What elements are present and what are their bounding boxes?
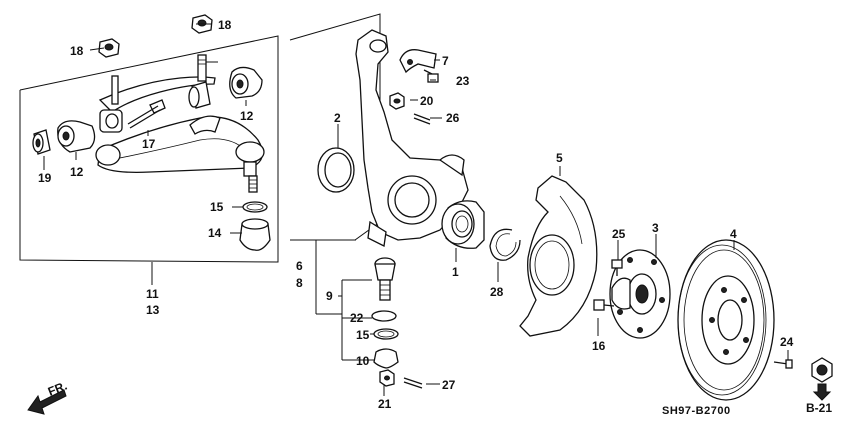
callout-27: 27: [442, 378, 456, 392]
callout-19: 19: [38, 171, 52, 185]
callout-25: 25: [612, 227, 626, 241]
castle-nut-21[interactable]: [379, 369, 395, 387]
front-indicator-label: FR.: [46, 379, 69, 399]
callout-26: 26: [446, 111, 460, 125]
nut-20[interactable]: [389, 92, 405, 110]
bracket-7[interactable]: [399, 49, 437, 74]
steering-knuckle[interactable]: [355, 29, 469, 247]
callout-2: 2: [334, 111, 341, 125]
callout-20: 20: [420, 94, 434, 108]
callout-28: 28: [490, 285, 504, 299]
callout-12-right: 12: [240, 109, 254, 123]
snap-ring-28[interactable]: [489, 228, 521, 261]
hub-3[interactable]: [609, 249, 671, 339]
upper-arm-group-frame: [19, 35, 279, 263]
bushing-19[interactable]: [32, 129, 51, 155]
callout-15-lower: 15: [356, 328, 370, 342]
bracket-bushing[interactable]: [99, 109, 123, 133]
callout-8: 8: [296, 276, 303, 290]
bushing-12-right[interactable]: [229, 66, 263, 99]
brake-disc-4[interactable]: [677, 239, 775, 401]
callout-23: 23: [456, 74, 470, 88]
bolt-17[interactable]: [127, 99, 166, 129]
bolt-16[interactable]: [593, 299, 615, 311]
callout-1: 1: [452, 265, 459, 279]
bearing-1[interactable]: [441, 200, 485, 249]
cotter-pin-26[interactable]: [413, 113, 431, 125]
callout-12-left: 12: [70, 165, 84, 179]
reference-label: B-21: [806, 401, 832, 415]
diagram-code: SH97-B2700: [662, 405, 731, 417]
boot-10[interactable]: [373, 348, 399, 369]
bolt-23[interactable]: [423, 69, 439, 83]
callout-17: 17: [142, 137, 156, 151]
reference-arrow-icon: [812, 383, 832, 401]
callout-13: 13: [146, 303, 160, 317]
callout-11: 11: [146, 287, 159, 301]
callout-10: 10: [356, 354, 370, 368]
callout-4: 4: [730, 227, 737, 241]
bushing-12-left[interactable]: [57, 120, 96, 153]
callout-7: 7: [442, 54, 449, 68]
bolt-25[interactable]: [611, 259, 623, 276]
callout-14: 14: [208, 226, 222, 240]
bushing-12-mid[interactable]: [188, 81, 211, 109]
callout-21: 21: [378, 397, 392, 411]
callout-15-upper: 15: [210, 200, 224, 214]
spindle-nut[interactable]: [811, 357, 833, 383]
callout-24: 24: [780, 335, 794, 349]
callout-16: 16: [592, 339, 606, 353]
clip-15-upper[interactable]: [242, 201, 268, 213]
upper-arm-assembly[interactable]: [95, 115, 265, 193]
leader-lines: [43, 23, 789, 396]
splash-shield-5[interactable]: [519, 175, 598, 337]
callout-6: 6: [296, 259, 303, 273]
arm-bracket-shaft[interactable]: [98, 54, 216, 113]
seal-2[interactable]: [317, 147, 355, 193]
callout-18-top: 18: [218, 18, 232, 32]
callout-5: 5: [556, 151, 563, 165]
clip-15-lower[interactable]: [373, 328, 399, 340]
callout-9: 9: [326, 289, 333, 303]
boot-14[interactable]: [239, 218, 271, 251]
front-direction-arrow-icon: [27, 389, 67, 415]
screw-24[interactable]: [773, 359, 793, 369]
callout-3: 3: [652, 221, 659, 235]
callout-18-left: 18: [70, 44, 84, 58]
callout-22: 22: [350, 311, 364, 325]
cotter-pin-27[interactable]: [403, 377, 423, 389]
ball-joint-22[interactable]: [371, 257, 397, 322]
nut-18-left[interactable]: [98, 38, 120, 58]
